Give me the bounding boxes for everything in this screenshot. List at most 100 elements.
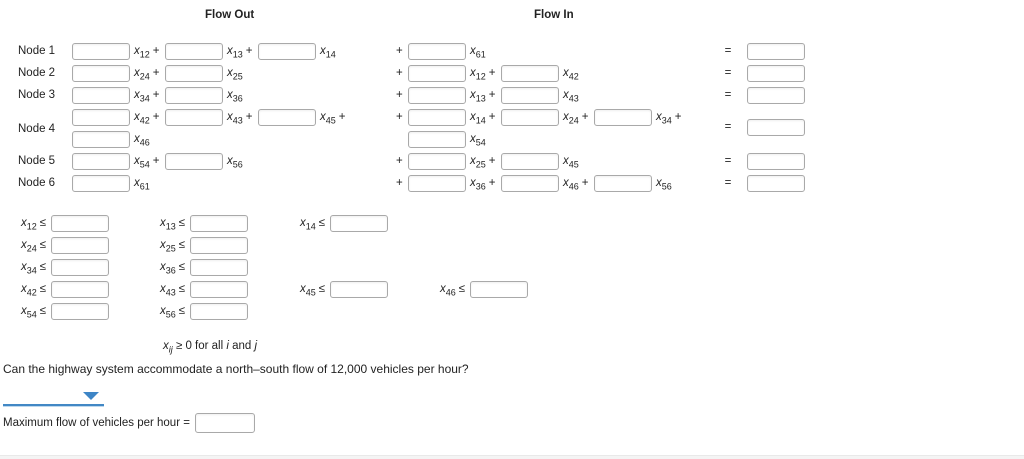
flow-in-input-x46[interactable] [501, 175, 559, 192]
flow-in-input-x36[interactable] [408, 175, 466, 192]
capacity-input-x13[interactable] [190, 215, 248, 232]
flow-in-input-x54[interactable] [408, 131, 466, 148]
flow-out-label-x14: x14 [320, 43, 336, 60]
var-sub: 43 [165, 287, 176, 298]
var-base: x [470, 67, 476, 79]
eq-input-node-2[interactable] [747, 65, 805, 82]
node-label-5: Node 5 [18, 155, 56, 167]
var-base: x [134, 89, 140, 101]
capacity-input-x43[interactable] [190, 281, 248, 298]
var-sub: 43 [232, 115, 243, 126]
flow-in-label-x14: x14+ [470, 109, 495, 126]
capacity-input-x56[interactable] [190, 303, 248, 320]
var-sub: 24 [26, 243, 37, 254]
var-sub: 24 [568, 115, 579, 126]
var-sub: 61 [139, 181, 150, 192]
capacity-input-x54[interactable] [51, 303, 109, 320]
nonneg-conj: and [232, 340, 252, 352]
flow-in-input-x45[interactable] [501, 153, 559, 170]
flow-out-input-x54[interactable] [72, 153, 130, 170]
flow-out-input-x13[interactable] [165, 43, 223, 60]
flow-out-input-x12[interactable] [72, 43, 130, 60]
plus-operator: + [488, 155, 496, 167]
leq-operator: ≤ [178, 239, 186, 251]
index-i: i [226, 340, 229, 352]
eq-input-node-5[interactable] [747, 153, 805, 170]
var-sub: 45 [305, 287, 316, 298]
flow-in-input-x25[interactable] [408, 153, 466, 170]
leq-operator: ≤ [39, 283, 47, 295]
capacity-input-x36[interactable] [190, 259, 248, 276]
flow-out-input-x36[interactable] [165, 87, 223, 104]
flow-in-plus-sign: + [396, 45, 403, 57]
capacity-input-x24[interactable] [51, 237, 109, 254]
answer-dropdown[interactable] [3, 389, 104, 406]
var-sub: 42 [139, 115, 150, 126]
leq-operator: ≤ [39, 261, 47, 273]
flow-in-header: Flow In [534, 9, 574, 21]
flow-out-label-x46: x46 [134, 131, 150, 148]
capacity-label-x56: x56≤ [160, 303, 185, 320]
flow-out-input-x45[interactable] [258, 109, 316, 126]
flow-out-input-x46[interactable] [72, 131, 130, 148]
max-flow-label: Maximum flow of vehicles per hour = [3, 417, 190, 429]
flow-out-input-x61[interactable] [72, 175, 130, 192]
capacity-input-x46[interactable] [470, 281, 528, 298]
var-sub: 14 [475, 115, 486, 126]
max-flow-line: Maximum flow of vehicles per hour = [3, 412, 255, 434]
flow-out-input-x25[interactable] [165, 65, 223, 82]
plus-operator: + [581, 177, 589, 189]
var-sub: 13 [475, 93, 486, 104]
var-sub: 36 [165, 265, 176, 276]
dropdown-arrow-icon [83, 392, 99, 400]
flow-in-input-x34[interactable] [594, 109, 652, 126]
flow-out-label-x36: x36 [227, 87, 243, 104]
leq-operator: ≤ [458, 283, 466, 295]
plus-operator: + [152, 67, 160, 79]
var-sub: 12 [139, 49, 150, 60]
eq-input-node-3[interactable] [747, 87, 805, 104]
equals-sign: = [724, 177, 732, 189]
eq-input-node-1[interactable] [747, 43, 805, 60]
var-base: x [160, 283, 166, 295]
flow-out-input-x43[interactable] [165, 109, 223, 126]
eq-input-node-6[interactable] [747, 175, 805, 192]
flow-in-input-x12[interactable] [408, 65, 466, 82]
capacity-input-x34[interactable] [51, 259, 109, 276]
capacity-label-x25: x25≤ [160, 237, 185, 254]
flow-out-input-x34[interactable] [72, 87, 130, 104]
flow-in-input-x61[interactable] [408, 43, 466, 60]
flow-in-input-x13[interactable] [408, 87, 466, 104]
var-base: x [163, 340, 169, 352]
flow-in-label-x45: x45 [563, 153, 579, 170]
eq-input-node-4[interactable] [747, 119, 805, 136]
var-sub: 25 [232, 71, 243, 82]
flow-out-label-x43: x43+ [227, 109, 252, 126]
capacity-input-x42[interactable] [51, 281, 109, 298]
leq-operator: ≤ [178, 217, 186, 229]
capacity-label-x43: x43≤ [160, 281, 185, 298]
flow-in-input-x42[interactable] [501, 65, 559, 82]
index-j: j [254, 340, 258, 352]
var-sub: 34 [661, 115, 672, 126]
flow-in-label-x46: x46+ [563, 175, 588, 192]
flow-out-input-x56[interactable] [165, 153, 223, 170]
capacity-input-x45[interactable] [330, 281, 388, 298]
flow-out-input-x24[interactable] [72, 65, 130, 82]
plus-operator: + [338, 111, 346, 123]
leq-operator: ≤ [39, 239, 47, 251]
flow-in-input-x43[interactable] [501, 87, 559, 104]
flow-in-input-x56[interactable] [594, 175, 652, 192]
capacity-input-x14[interactable] [330, 215, 388, 232]
max-flow-input[interactable] [194, 413, 255, 433]
flow-in-input-x14[interactable] [408, 109, 466, 126]
plus-operator: + [245, 45, 253, 57]
capacity-input-x25[interactable] [190, 237, 248, 254]
capacity-input-x12[interactable] [51, 215, 109, 232]
leq-operator: ≤ [178, 283, 186, 295]
var-base: x [134, 133, 140, 145]
flow-out-input-x14[interactable] [258, 43, 316, 60]
flow-in-input-x24[interactable] [501, 109, 559, 126]
equals-sign: = [724, 67, 732, 79]
flow-out-input-x42[interactable] [72, 109, 130, 126]
